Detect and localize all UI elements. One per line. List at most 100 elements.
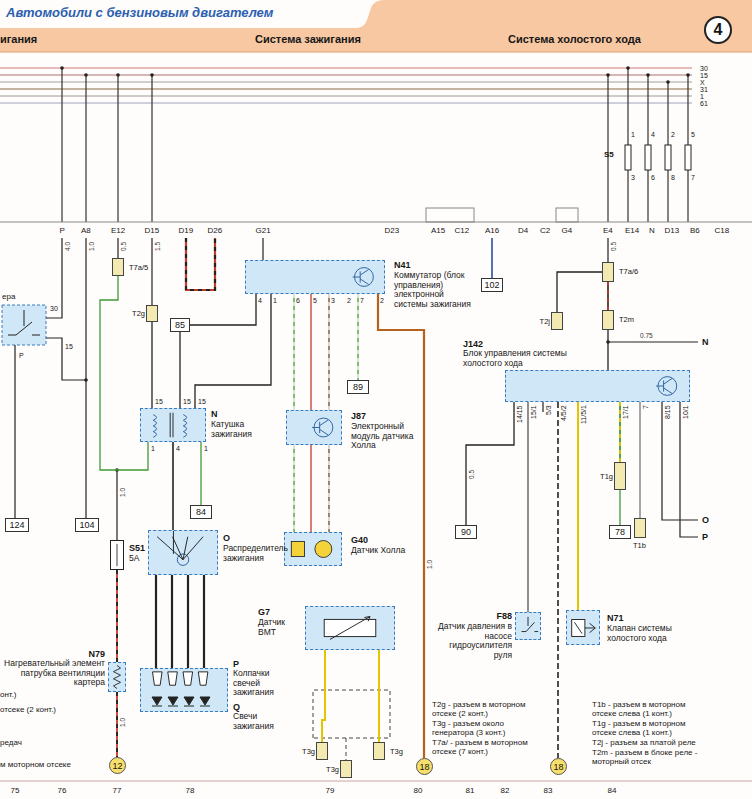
bus-line: [0, 82, 692, 83]
part-code: T3g: [297, 747, 315, 756]
wire-connector: [156, 575, 157, 668]
label: игания: [0, 33, 37, 46]
wire: [557, 402, 559, 758]
wire: [46, 338, 86, 380]
idle-control-unit: J142Блок управления системы холостого хо…: [505, 370, 690, 402]
wire: [116, 570, 118, 662]
wire: [378, 294, 424, 758]
wire: [607, 330, 608, 370]
wire: [619, 402, 621, 462]
wire-stripe: [328, 294, 329, 410]
wire: [200, 442, 201, 505]
connector: T3g: [316, 742, 328, 760]
wire: [647, 170, 648, 222]
wire: [151, 75, 152, 222]
wire-connector: [190, 294, 256, 325]
label: 4: [651, 131, 655, 139]
wire: [557, 272, 602, 312]
label: 6: [651, 174, 655, 182]
wire: [151, 322, 152, 408]
wire-connector: [558, 402, 559, 758]
junction-dot: [626, 66, 630, 70]
label: 78: [186, 786, 195, 795]
wire: [151, 238, 152, 305]
wire-gauge: 0.5: [468, 470, 475, 479]
part-code: T1g: [595, 472, 613, 481]
wire-connector: [172, 575, 173, 668]
label: отсеке (2 конт.): [0, 705, 56, 714]
part-code: Q: [233, 702, 293, 712]
label: 1: [204, 445, 208, 453]
connector: T7a/6: [602, 262, 614, 282]
fuse-symbol: [645, 145, 651, 170]
symbol-part: [153, 672, 163, 685]
part-code: T2m: [619, 315, 649, 324]
wire: [172, 442, 174, 530]
wire-gauge: 4.0: [64, 242, 71, 251]
wire-gauge: 10/1: [682, 405, 690, 419]
wire: [85, 75, 86, 222]
page-number: 4: [704, 16, 732, 44]
wire: [155, 575, 157, 668]
wire-connector: [117, 692, 118, 757]
wire-connector: [466, 402, 514, 525]
symbol-part: [315, 541, 332, 558]
wire: [667, 82, 668, 145]
part-code: J142: [463, 339, 503, 349]
label: O: [702, 515, 709, 525]
reference-box: 84: [190, 505, 212, 519]
symbol-part: [330, 617, 370, 640]
symbol-part: [306, 607, 394, 649]
connector: T1g: [614, 462, 626, 490]
ground-circle: 12: [109, 757, 126, 774]
symbol-part: [113, 665, 120, 688]
wire-connector: [195, 294, 271, 408]
label: P: [60, 226, 65, 235]
hall-sensor: G40Датчик Холла: [284, 532, 342, 566]
central-box-segment: [556, 208, 578, 222]
fuse-symbol: [625, 145, 631, 170]
label: 75: [11, 786, 20, 795]
label: 0.75: [640, 332, 653, 339]
junction-dots: [60, 66, 690, 472]
label: Система холостого хода: [508, 33, 641, 46]
ground-circle: 18: [416, 758, 433, 775]
symbol-part: [183, 672, 193, 685]
part-description: Датчик ВМТ: [258, 618, 302, 637]
part-code: N79: [3, 649, 105, 659]
part-description: Блок управления системы холостого хода: [463, 349, 591, 368]
symbol-part: [184, 697, 194, 706]
label: 4: [176, 445, 180, 453]
label: 31: [700, 86, 708, 93]
label: 81: [466, 786, 475, 795]
connector-note: T2j - разъем за платой реле: [592, 738, 710, 747]
wire: [117, 75, 118, 222]
part-description: Распределитель зажигания: [223, 544, 293, 563]
part-description: Электронный модуль датчика Холла: [351, 422, 419, 451]
wires: [15, 238, 698, 540]
label: P: [19, 352, 24, 360]
page-title: Автомобили с бензиновым двигателем: [6, 5, 273, 20]
reference-box: 78: [609, 525, 631, 539]
connector: T1b: [634, 518, 646, 538]
part-code: G40: [351, 535, 381, 545]
label: редач: [0, 738, 22, 747]
tdc-sensor: G7Датчик ВМТ: [305, 606, 395, 650]
label: 3: [631, 174, 635, 182]
label: 15: [183, 398, 191, 406]
symbol-part: [200, 697, 210, 706]
symbol-part: [111, 541, 123, 569]
fuse: S515A: [110, 540, 124, 570]
part-code: T2g: [127, 309, 145, 318]
wire-connector: [358, 294, 359, 380]
symbol-part: [168, 672, 178, 685]
symbol-part: [152, 697, 162, 706]
wire-stripe: [293, 294, 294, 410]
wire-connector: [379, 650, 380, 742]
label: 2: [347, 297, 351, 305]
wire: [262, 238, 263, 260]
junction-dot: [646, 73, 650, 77]
box-label: 89: [348, 381, 368, 393]
wire-connector: [620, 490, 621, 525]
connector: T2j: [551, 312, 563, 330]
